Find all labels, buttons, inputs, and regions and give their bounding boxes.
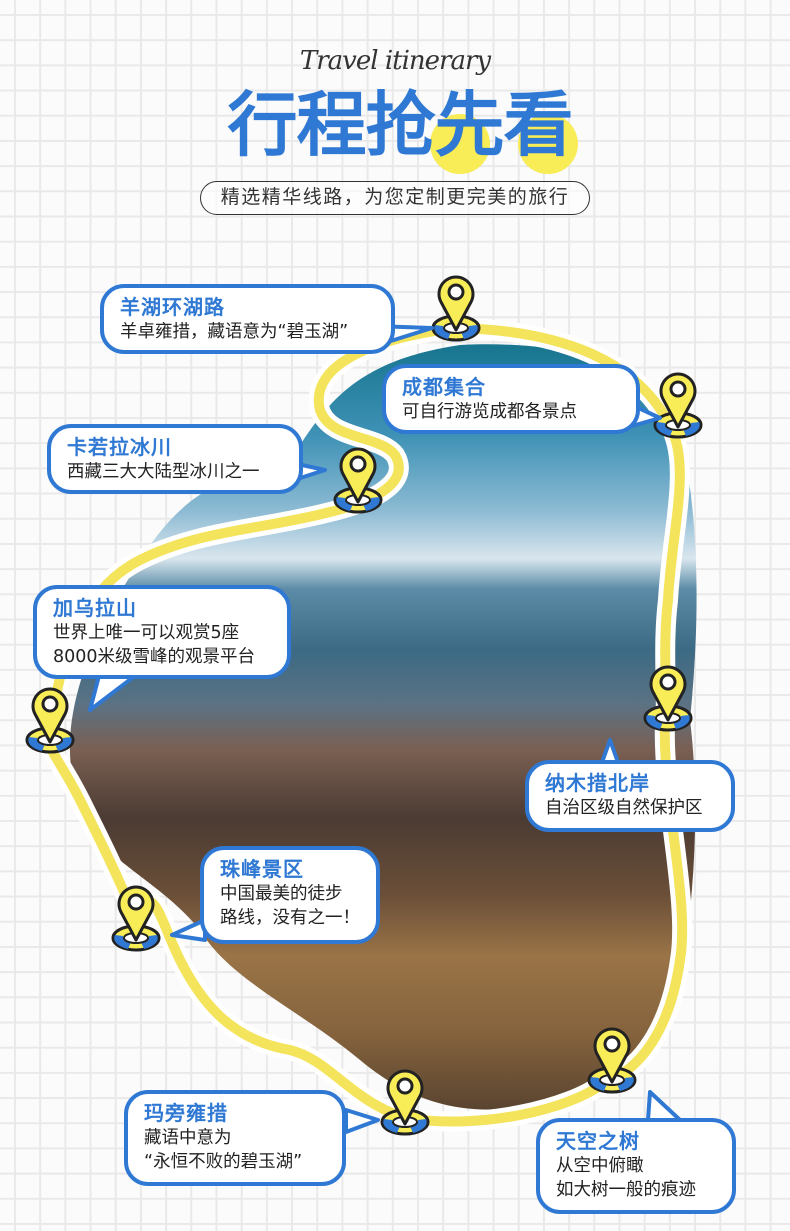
title-highlight-dot bbox=[430, 114, 490, 174]
stop-bubble-chengdu[interactable]: 成都集合 可自行游览成都各景点 bbox=[382, 364, 640, 434]
stop-name: 羊湖环湖路 bbox=[120, 295, 225, 319]
stop-desc: 世界上唯一可以观赏5座 8000米级雪峰的观景平台 bbox=[53, 623, 256, 667]
stop-bubble-jiawula[interactable]: 加乌拉山 世界上唯一可以观赏5座 8000米级雪峰的观景平台 bbox=[33, 585, 291, 679]
stop-bubble-namtso[interactable]: 纳木措北岸 自治区级自然保护区 bbox=[525, 760, 735, 832]
slogan-pill: 精选精华线路，为您定制更完美的旅行 bbox=[200, 181, 590, 215]
stop-name: 成都集合 bbox=[402, 375, 486, 399]
map-pin-icon bbox=[25, 687, 75, 754]
stop-name: 卡若拉冰川 bbox=[67, 435, 172, 459]
stop-bubble-everest[interactable]: 珠峰景区 中国最美的徒步 路线，没有之一！ bbox=[200, 846, 380, 944]
stop-desc: 中国最美的徒步 路线，没有之一！ bbox=[220, 884, 360, 928]
stop-desc: 羊卓雍措，藏语意为“碧玉湖” bbox=[120, 322, 349, 342]
title-block: 行程抢先看 bbox=[200, 82, 600, 174]
stop-name: 天空之树 bbox=[556, 1129, 640, 1153]
stop-name: 珠峰景区 bbox=[220, 857, 304, 881]
stop-bubble-karola[interactable]: 卡若拉冰川 西藏三大大陆型冰川之一 bbox=[47, 424, 303, 494]
stop-desc: 可自行游览成都各景点 bbox=[402, 402, 577, 422]
stop-desc: 自治区级自然保护区 bbox=[545, 798, 703, 818]
header-subtitle: Travel itinerary bbox=[299, 46, 491, 76]
stop-desc: 西藏三大大陆型冰川之一 bbox=[67, 462, 260, 482]
stop-bubble-yanghu[interactable]: 羊湖环湖路 羊卓雍措，藏语意为“碧玉湖” bbox=[100, 284, 395, 354]
stop-desc: 藏语中意为 “永恒不败的碧玉湖” bbox=[144, 1128, 303, 1172]
map-pin-icon bbox=[431, 275, 481, 342]
stop-name: 玛旁雍措 bbox=[144, 1101, 228, 1125]
stop-desc: 从空中俯瞰 如大树一般的痕迹 bbox=[556, 1156, 696, 1200]
title-highlight-dot bbox=[518, 114, 578, 174]
stop-name: 纳木措北岸 bbox=[545, 771, 650, 795]
stop-bubble-sky-tree[interactable]: 天空之树 从空中俯瞰 如大树一般的痕迹 bbox=[536, 1118, 736, 1214]
page-title: 行程抢先看 bbox=[227, 83, 574, 166]
stop-name: 加乌拉山 bbox=[53, 596, 137, 620]
stop-bubble-manasarovar[interactable]: 玛旁雍措 藏语中意为 “永恒不败的碧玉湖” bbox=[124, 1090, 346, 1186]
